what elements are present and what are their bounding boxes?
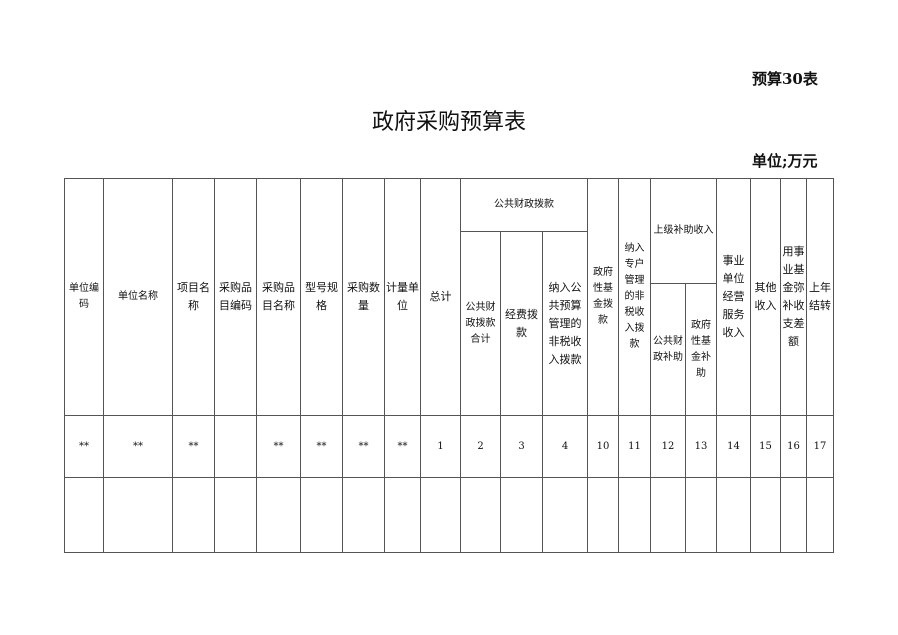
blank-cell[interactable]: [806, 477, 834, 553]
header-funding: 经费拨款: [500, 231, 543, 416]
blank-cell[interactable]: [300, 477, 343, 553]
blank-cell[interactable]: [750, 477, 781, 553]
budget-table: 单位编码 单位名称 项目名称 采购品目编码 采购品目名称 型号规格 采购数量 计…: [64, 178, 834, 553]
code-cell: **: [384, 415, 421, 478]
blank-cell[interactable]: [420, 477, 461, 553]
code-cell: 15: [750, 415, 781, 478]
blank-row: [64, 477, 834, 553]
header-gov-fund: 政府性基金拨款: [587, 178, 619, 416]
header-unit-code: 单位编码: [64, 178, 104, 416]
header-public-subsidy: 公共财政补助: [650, 283, 686, 416]
code-cell: [214, 415, 257, 478]
code-cell: 1: [420, 415, 461, 478]
code-cell: **: [342, 415, 385, 478]
header-unit-name: 单位名称: [103, 178, 173, 416]
code-cell: 11: [618, 415, 651, 478]
code-cell: **: [172, 415, 215, 478]
code-cell: **: [103, 415, 173, 478]
blank-cell[interactable]: [500, 477, 543, 553]
blank-cell[interactable]: [587, 477, 619, 553]
code-cell: 14: [716, 415, 751, 478]
header-total: 总计: [420, 178, 461, 416]
blank-cell[interactable]: [64, 477, 104, 553]
blank-cell[interactable]: [460, 477, 501, 553]
header-item-code: 采购品目编码: [214, 178, 257, 416]
code-cell: 12: [650, 415, 686, 478]
code-cell: 4: [542, 415, 588, 478]
code-row: ** ** ** ** ** ** ** 1 2 3 4 10 11 12 13…: [64, 415, 834, 478]
blank-cell[interactable]: [214, 477, 257, 553]
blank-cell[interactable]: [716, 477, 751, 553]
code-cell: 13: [685, 415, 717, 478]
header-fund-offset: 用事业基金弥补收支差额: [780, 178, 807, 416]
page-title: 政府采购预算表: [371, 110, 526, 135]
blank-cell[interactable]: [618, 477, 651, 553]
header-superior-subsidy: 上级补助收入: [650, 178, 717, 284]
header-model-spec: 型号规格: [300, 178, 343, 416]
header-other-income: 其他收入: [750, 178, 781, 416]
blank-cell[interactable]: [172, 477, 215, 553]
code-cell: **: [300, 415, 343, 478]
code-cell: **: [256, 415, 301, 478]
header-project-name: 项目名称: [172, 178, 215, 416]
header-carryover: 上年结转: [806, 178, 834, 416]
header-business-income: 事业单位经营服务收入: [716, 178, 751, 416]
blank-cell[interactable]: [650, 477, 686, 553]
header-non-tax-special: 纳入专户管理的非税收入拨款: [618, 178, 651, 416]
header-non-tax-public: 纳入公共预算管理的非税收入拨款: [542, 231, 588, 416]
blank-cell[interactable]: [384, 477, 421, 553]
blank-cell[interactable]: [685, 477, 717, 553]
code-cell: 3: [500, 415, 543, 478]
code-cell: 10: [587, 415, 619, 478]
blank-cell[interactable]: [342, 477, 385, 553]
code-cell: 17: [806, 415, 834, 478]
code-cell: 16: [780, 415, 807, 478]
unit-label: 单位;万元: [752, 152, 818, 170]
header-quantity: 采购数量: [342, 178, 385, 416]
code-cell: 2: [460, 415, 501, 478]
header-measure-unit: 计量单位: [384, 178, 421, 416]
blank-cell[interactable]: [256, 477, 301, 553]
form-number: 预算30表: [752, 70, 818, 88]
header-gov-fund-subsidy: 政府性基金补助: [685, 283, 717, 416]
blank-cell[interactable]: [780, 477, 807, 553]
header-public-finance-total: 公共财政拨款合计: [460, 231, 501, 416]
blank-cell[interactable]: [542, 477, 588, 553]
code-cell: **: [64, 415, 104, 478]
header-public-finance: 公共财政拨款: [460, 178, 588, 232]
header-item-name: 采购品目名称: [256, 178, 301, 416]
blank-cell[interactable]: [103, 477, 173, 553]
